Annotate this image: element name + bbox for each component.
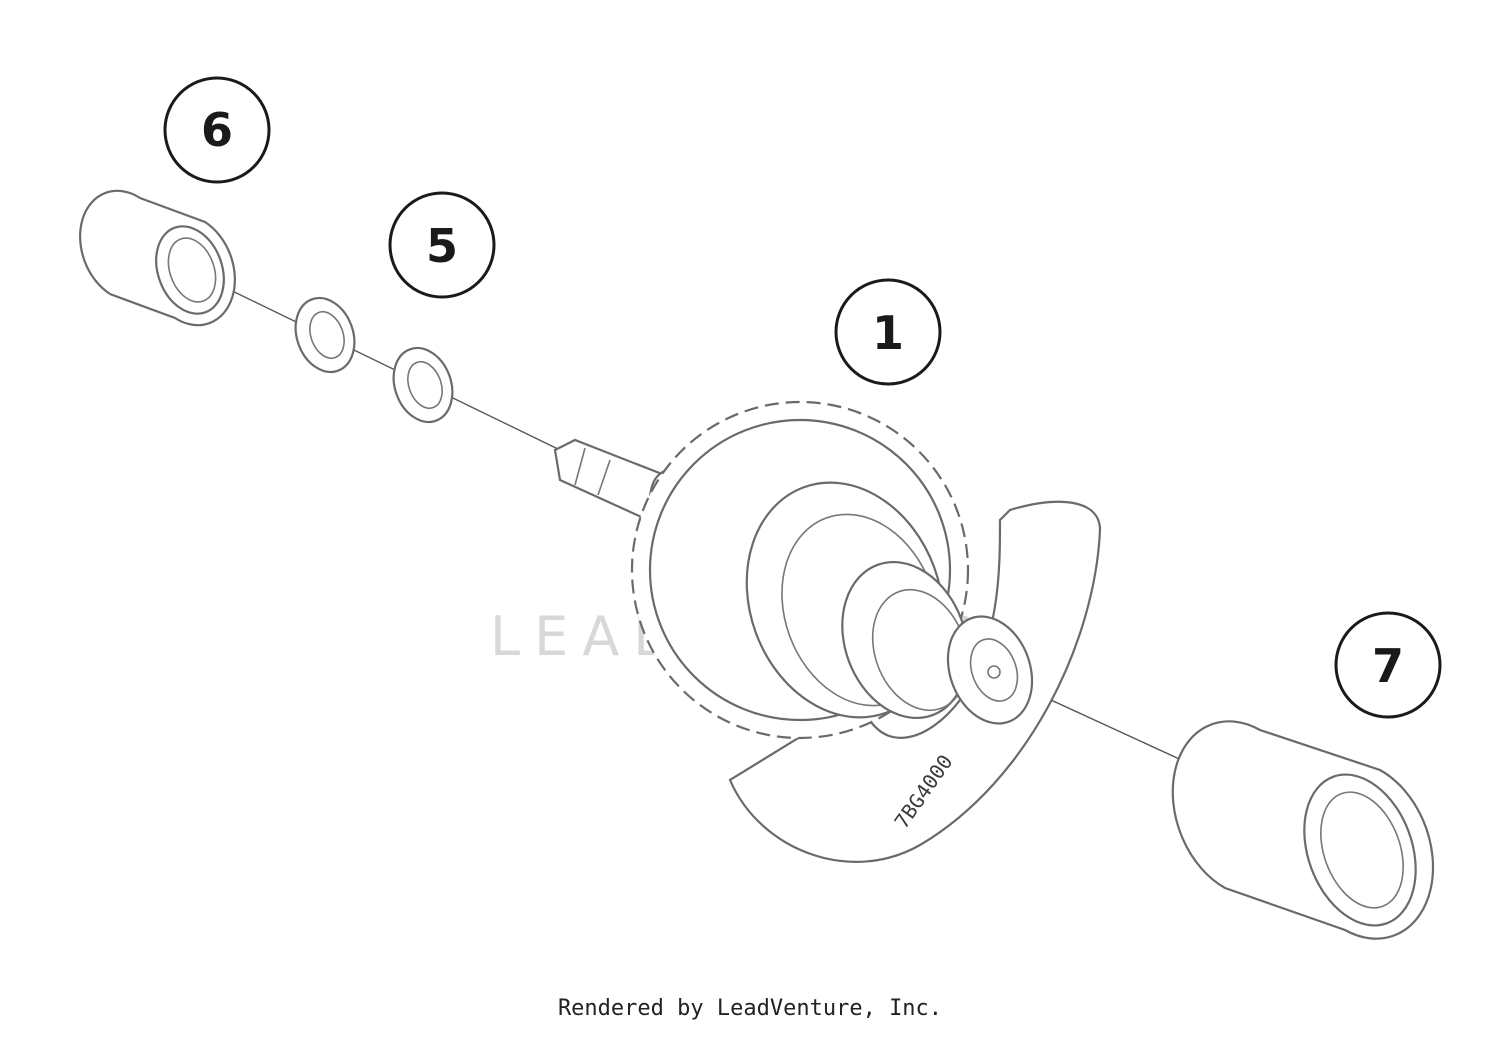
footer-credit: Rendered by LeadVenture, Inc.	[557, 996, 943, 1021]
callout-5: 5	[388, 191, 496, 299]
gear-assembly-1: 7BG4000	[553, 400, 1102, 863]
washers-5	[294, 296, 454, 424]
callout-7-label: 7	[1372, 639, 1404, 693]
bearing-6	[79, 189, 236, 327]
callout-6-label: 6	[201, 103, 233, 157]
callout-6: 6	[163, 76, 271, 184]
callout-1: 1	[834, 278, 942, 386]
bearing-7	[1171, 720, 1435, 940]
callout-7: 7	[1334, 611, 1442, 719]
leader-line-left	[184, 267, 561, 451]
callout-5-label: 5	[426, 219, 458, 273]
callout-1-label: 1	[872, 306, 904, 360]
